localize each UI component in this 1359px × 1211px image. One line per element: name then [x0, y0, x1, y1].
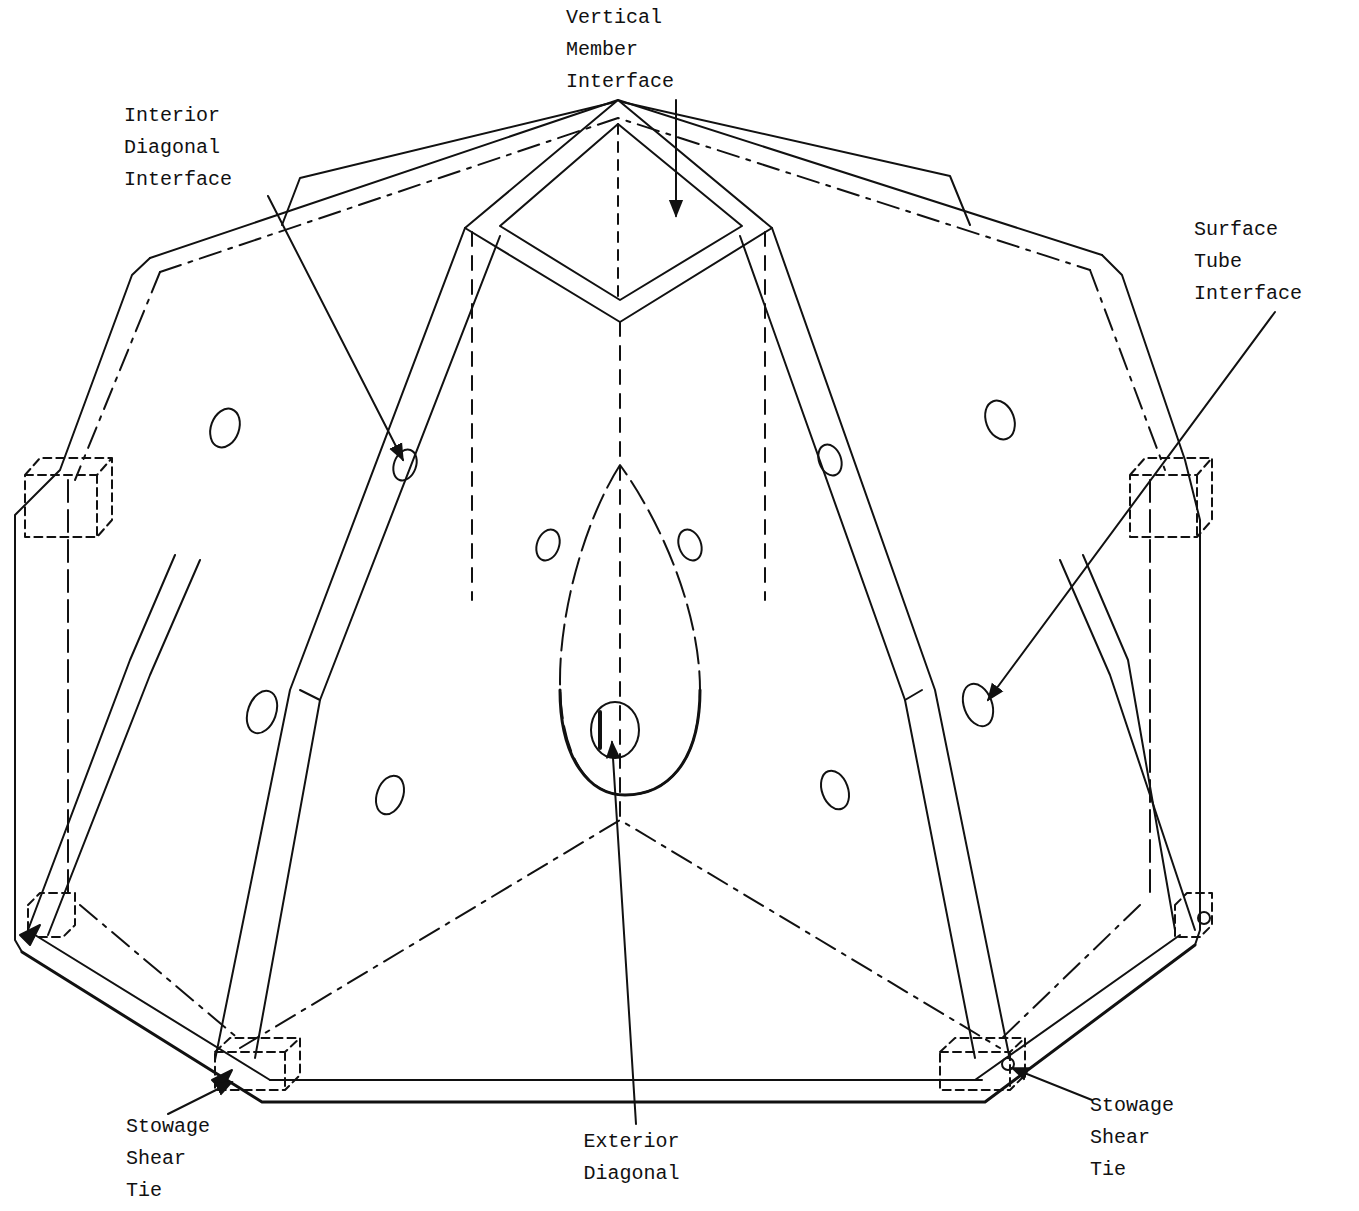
- callout-label: Vertical Member Interface: [566, 2, 677, 98]
- callout-label: Stowage Shear Tie: [1090, 1090, 1177, 1186]
- callout-label: Stowage Shear Tie: [126, 1111, 213, 1207]
- callout-label: Exterior Diagonal: [576, 1126, 687, 1190]
- callout-label: Interior Diagonal Interface: [124, 100, 235, 196]
- callout-label: Surface Tube Interface: [1194, 214, 1305, 310]
